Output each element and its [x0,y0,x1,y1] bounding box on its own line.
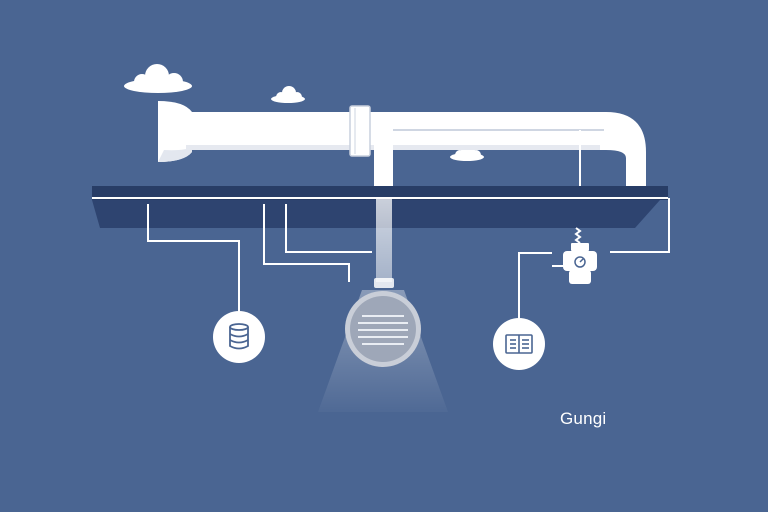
database-icon [213,311,265,363]
main-pipe [158,101,646,186]
book-icon [493,318,545,370]
cloud-icon [124,64,192,93]
drain-filter-icon [345,291,421,367]
drop-pipe [374,128,393,188]
filter-stem [376,198,392,282]
cloud-icon [271,86,305,103]
connector-lines [147,198,670,320]
tap-valve-icon [563,227,597,284]
brand-label: Gungi [560,409,607,428]
